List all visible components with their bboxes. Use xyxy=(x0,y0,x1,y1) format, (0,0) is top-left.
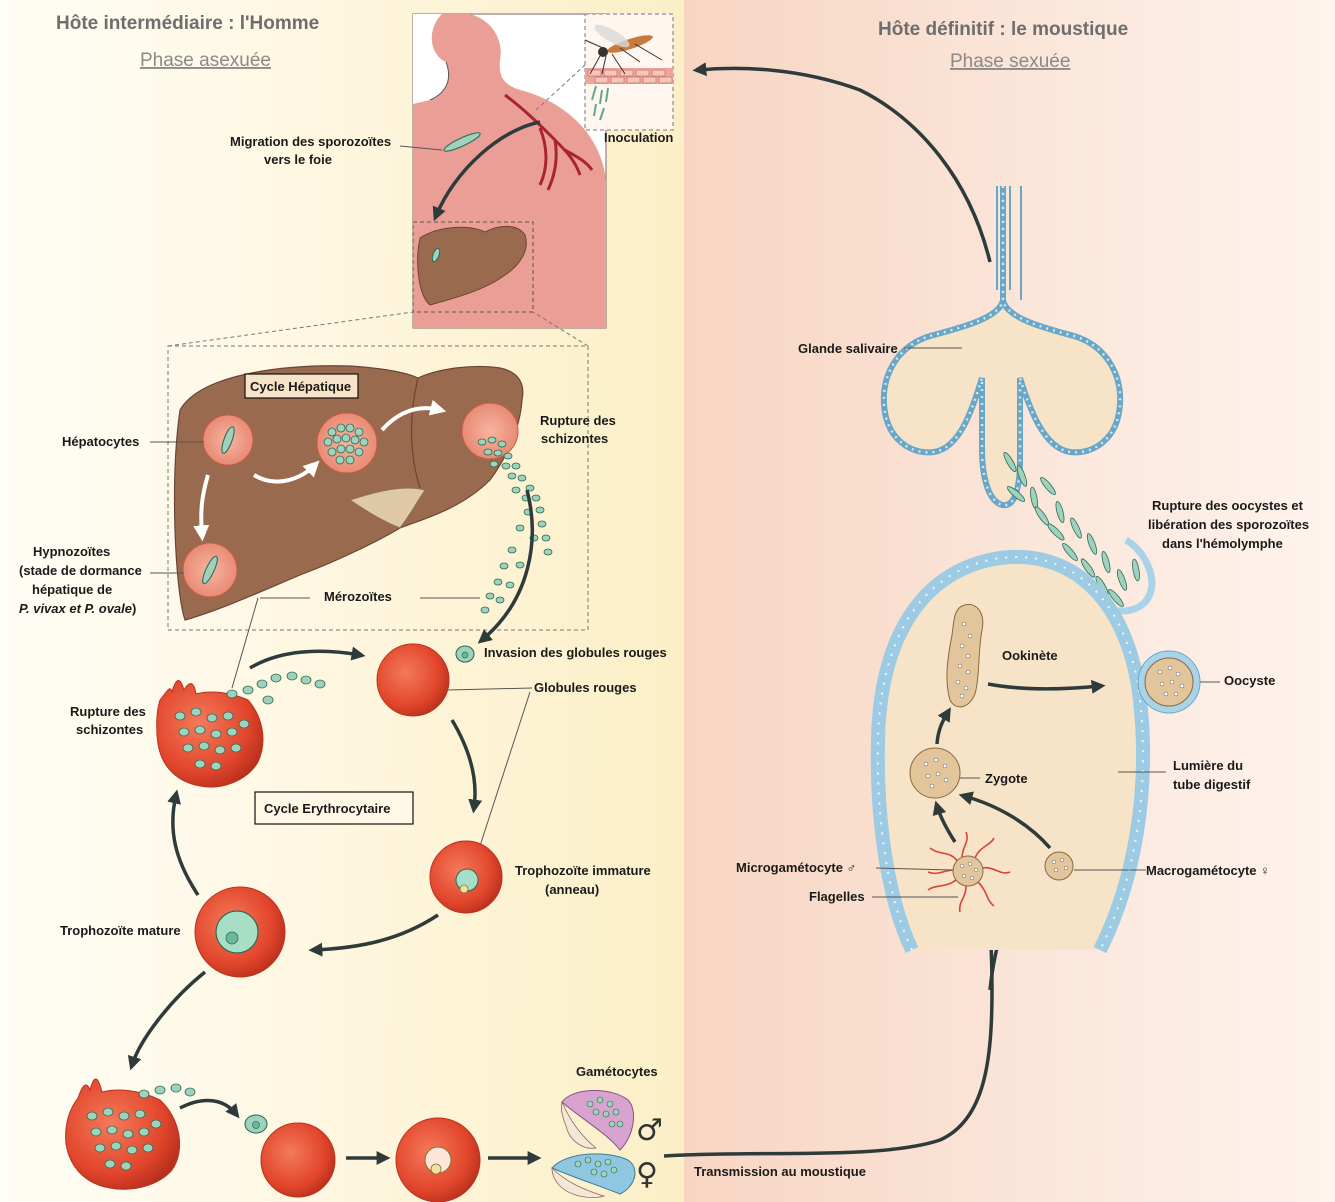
left-phase-title: Phase asexuée xyxy=(140,50,271,71)
mature-trophozoite-cell xyxy=(195,887,285,977)
transmission-label: Transmission au moustique xyxy=(694,1164,866,1179)
macrogametocyte-cell xyxy=(1045,852,1073,880)
hepatocytes-label: Hépatocytes xyxy=(62,434,139,449)
right-phase-title: Phase sexuée xyxy=(950,51,1070,72)
migration-label-line1: Migration des sporozoïtes xyxy=(230,134,391,149)
hypnozoites-label-line3: hépatique de xyxy=(32,582,112,597)
right-host-title: Hôte définitif : le moustique xyxy=(878,19,1128,40)
blood-rupture-label-line2: schizontes xyxy=(76,722,143,737)
flagella-label: Flagelles xyxy=(809,889,865,904)
hepatocyte-cell xyxy=(203,415,253,465)
invading-merozoite xyxy=(456,646,474,662)
salivary-gland-label: Glande salivaire xyxy=(798,341,898,356)
red-blood-cell-icon xyxy=(377,644,449,716)
hypnozoites-label-line1: Hypnozoïtes xyxy=(33,544,110,559)
oocyst-rupture-label-line1: Rupture des oocystes et xyxy=(1152,498,1304,513)
inoculation-label: Inoculation xyxy=(604,130,673,145)
migration-label-line2: vers le foie xyxy=(264,152,332,167)
hepatic-cycle-label: Cycle Hépatique xyxy=(250,379,351,394)
mosquito-icon xyxy=(585,14,673,130)
immature-trophozoite-label-line1: Trophozoïte immature xyxy=(515,863,651,878)
liver-rupture-label-line2: schizontes xyxy=(541,431,608,446)
microgametocyte-label: Microgamétocyte ♂ xyxy=(736,860,856,875)
zygote-label: Zygote xyxy=(985,771,1028,786)
immature-trophozoite-label-line2: (anneau) xyxy=(545,882,599,897)
ookinete-label: Ookinète xyxy=(1002,648,1058,663)
gut-lumen-label-line1: Lumière du xyxy=(1173,758,1243,773)
blood-rupture-label-line1: Rupture des xyxy=(70,704,146,719)
zygote-cell xyxy=(910,748,960,798)
oocyst-rupture-label-line2: libération des sporozoïtes xyxy=(1148,517,1309,532)
left-host-title: Hôte intermédiaire : l'Homme xyxy=(56,13,319,34)
merozoites-label: Mérozoïtes xyxy=(324,589,392,604)
red-blood-cells-label: Globules rouges xyxy=(534,680,637,695)
bottom-red-blood-cell xyxy=(261,1123,335,1197)
immature-trophozoite-cell xyxy=(430,841,502,913)
gametocytes-label: Gamétocytes xyxy=(576,1064,658,1079)
hypnozoites-label-line4: P. vivax et P. ovale) xyxy=(19,601,136,616)
erythrocytic-cycle-label: Cycle Erythrocytaire xyxy=(264,801,390,816)
oocyst-cell xyxy=(1138,651,1200,713)
bottom-ring-cell xyxy=(396,1118,480,1202)
midgut-icon xyxy=(878,557,1143,950)
male-symbol: ♂ xyxy=(636,1113,663,1148)
oocyst-label: Oocyste xyxy=(1224,673,1275,688)
human-silhouette-icon xyxy=(413,14,606,328)
invasion-label: Invasion des globules rouges xyxy=(484,645,667,660)
oocyst-rupture-label-line3: dans l'hémolymphe xyxy=(1162,536,1283,551)
female-symbol: ♀ xyxy=(636,1157,658,1192)
gut-lumen-label-line2: tube digestif xyxy=(1173,777,1251,792)
liver-schizont xyxy=(317,413,377,473)
liver-rupture-label-line1: Rupture des xyxy=(540,413,616,428)
hypnozoite-cell xyxy=(183,543,237,597)
macrogametocyte-label: Macrogamétocyte ♀ xyxy=(1146,863,1270,878)
mature-trophozoite-label: Trophozoïte mature xyxy=(60,923,181,938)
hypnozoites-label-line2: (stade de dormance xyxy=(19,563,142,578)
